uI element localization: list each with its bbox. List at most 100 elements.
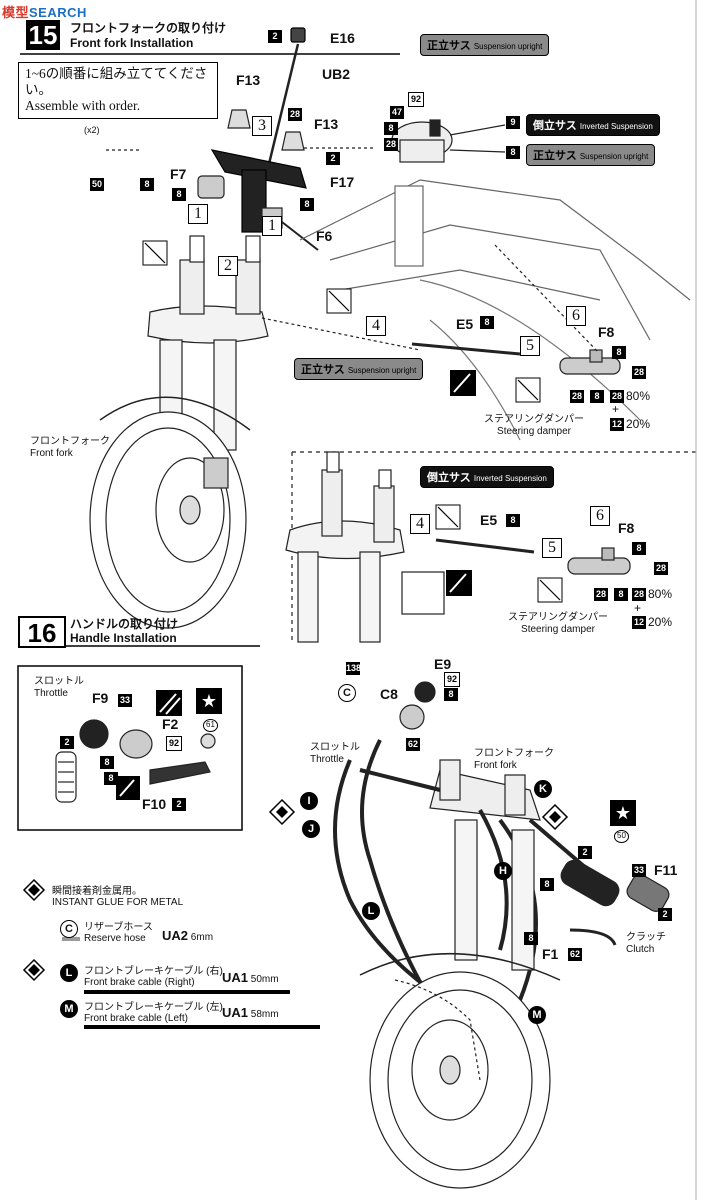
letter-M-legend: M xyxy=(60,1000,78,1018)
step-title-jp-16: ハンドルの取り付け xyxy=(70,617,179,631)
part-F13-left: F13 xyxy=(236,72,261,88)
tag-suspension-upright-2: 正立サス Suspension upright xyxy=(526,144,656,166)
order-5: 5 xyxy=(520,336,540,356)
tag-inverted-suspension-mid: 倒立サス Inverted Suspension xyxy=(420,466,554,488)
paint-chip: 8 xyxy=(540,878,554,891)
tag-inverted-suspension: 倒立サス Inverted Suspension xyxy=(526,114,660,136)
paint-chip: 8 xyxy=(632,542,646,555)
letter-M: M xyxy=(528,1006,546,1024)
paint-chip: 138 xyxy=(346,662,362,675)
svg-text:★: ★ xyxy=(201,691,217,711)
paint-chip: 28 xyxy=(632,366,646,379)
order-6-inverted: 6 xyxy=(590,506,610,526)
cable-left-code: UA1 58mm xyxy=(222,1005,279,1020)
paint-code-50: 50 xyxy=(614,830,629,843)
part-F1: F1 xyxy=(542,946,559,962)
paint-chip: 92 xyxy=(408,92,424,107)
tag-suspension-upright-mid: 正立サス Suspension upright xyxy=(294,358,424,380)
paint-chip: 2 xyxy=(172,798,186,811)
order-2: 2 xyxy=(218,256,238,276)
cable-left-legend: フロントブレーキケーブル (左) Front brake cable (Left… xyxy=(84,1002,223,1024)
clutch-caption: クラッチ Clutch xyxy=(626,932,666,955)
paint-chip: 92 xyxy=(444,672,460,687)
letter-K: K xyxy=(534,780,552,798)
paint-chip: 33 xyxy=(118,694,132,707)
paint-chip: 62 xyxy=(568,948,582,961)
reserve-hose-legend: リザーブホース Reserve hose xyxy=(84,922,153,944)
paint-chip: 9 xyxy=(506,116,520,129)
step-number-16: 16 xyxy=(18,616,66,648)
paint-chip: 28 xyxy=(570,390,584,403)
step-title-en: Front fork Installation xyxy=(70,36,194,50)
part-F11: F11 xyxy=(654,862,678,878)
paint-chip: 8 xyxy=(300,198,314,211)
order-5-inverted: 5 xyxy=(542,538,562,558)
letter-C-legend: C xyxy=(60,920,78,938)
paint-chip: 8 xyxy=(590,390,604,403)
part-UB2: UB2 xyxy=(322,66,351,82)
paint-chip: 2 xyxy=(268,30,282,43)
mix-plus: + xyxy=(612,402,620,416)
step-number-15: 15 xyxy=(26,20,60,50)
letter-L-legend: L xyxy=(60,964,78,982)
cable-right-legend: フロントブレーキケーブル (右) Front brake cable (Righ… xyxy=(84,966,223,988)
part-F17: F17 xyxy=(330,174,355,190)
part-F6: F6 xyxy=(316,228,333,244)
paint-chip: 8 xyxy=(614,588,628,601)
order-3: 3 xyxy=(252,116,272,136)
paint-chip: 62 xyxy=(406,738,420,751)
paint-chip: 8 xyxy=(506,146,520,159)
step-title-en-16: Handle Installation xyxy=(70,631,177,645)
paint-chip: 8 xyxy=(104,772,118,785)
part-F2: F2 xyxy=(162,716,179,732)
paint-chip: 2 xyxy=(60,736,74,749)
paint-chip: 28 xyxy=(654,562,668,575)
tag-suspension-upright-top: 正立サス Suspension upright xyxy=(420,34,550,56)
assembly-order-note: 1~6の順番に組み立ててください。 Assemble with order. xyxy=(18,62,218,119)
paint-chip: 8 xyxy=(612,346,626,359)
paint-chip: 12 xyxy=(610,418,624,431)
letter-H: H xyxy=(494,862,512,880)
letter-I: I xyxy=(300,792,318,810)
part-E16: E16 xyxy=(330,30,355,46)
reserve-hose-code: UA2 6mm xyxy=(162,928,214,943)
part-E5: E5 xyxy=(456,316,474,332)
paint-chip: 8 xyxy=(524,932,538,945)
part-F10: F10 xyxy=(142,796,167,812)
paint-chip: 8 xyxy=(480,316,494,329)
watermark-logo: 模型​SEARCH xyxy=(2,5,87,20)
part-F8-inverted: F8 xyxy=(618,520,635,536)
paint-chip: 47 xyxy=(390,106,404,119)
part-E9: E9 xyxy=(434,656,452,672)
paint-chip: 12 xyxy=(632,616,646,629)
paint-chip: 28 xyxy=(594,588,608,601)
front-fork-caption-16: フロントフォーク Front fork xyxy=(474,748,554,771)
letter-C: C xyxy=(338,684,356,702)
order-1-left: 1 xyxy=(188,204,208,224)
paint-chip: 2 xyxy=(658,908,672,921)
mix-ratio-20-inverted: 20% xyxy=(648,615,673,629)
letter-J: J xyxy=(302,820,320,838)
part-C8: C8 xyxy=(380,686,398,702)
paint-chip: 92 xyxy=(166,736,182,751)
mix-ratio-80: 80% xyxy=(626,389,651,403)
glue-legend: 瞬間接着剤金属用。 INSTANT GLUE FOR METAL xyxy=(52,886,184,908)
cable-right-code: UA1 50mm xyxy=(222,970,279,985)
paint-chip: 28 xyxy=(288,108,302,121)
front-fork-caption: フロントフォーク Front fork xyxy=(30,436,110,459)
mix-ratio-20: 20% xyxy=(626,417,651,431)
paint-chip: 33 xyxy=(632,864,646,877)
paint-chip: 8 xyxy=(100,756,114,769)
paint-chip: 8 xyxy=(444,688,458,701)
quantity-x2: (x2) xyxy=(84,125,100,135)
paint-chip: 2 xyxy=(578,846,592,859)
steering-damper-caption: ステアリングダンパー Steering damper xyxy=(484,414,584,437)
paint-chip: 28 xyxy=(632,588,646,601)
mix-plus-inverted: + xyxy=(634,601,642,615)
order-6: 6 xyxy=(566,306,586,326)
throttle-caption-2: スロットル Throttle xyxy=(310,742,360,765)
steering-damper-caption-inverted: ステアリングダンパー Steering damper xyxy=(508,612,608,635)
part-E5-inverted: E5 xyxy=(480,512,498,528)
